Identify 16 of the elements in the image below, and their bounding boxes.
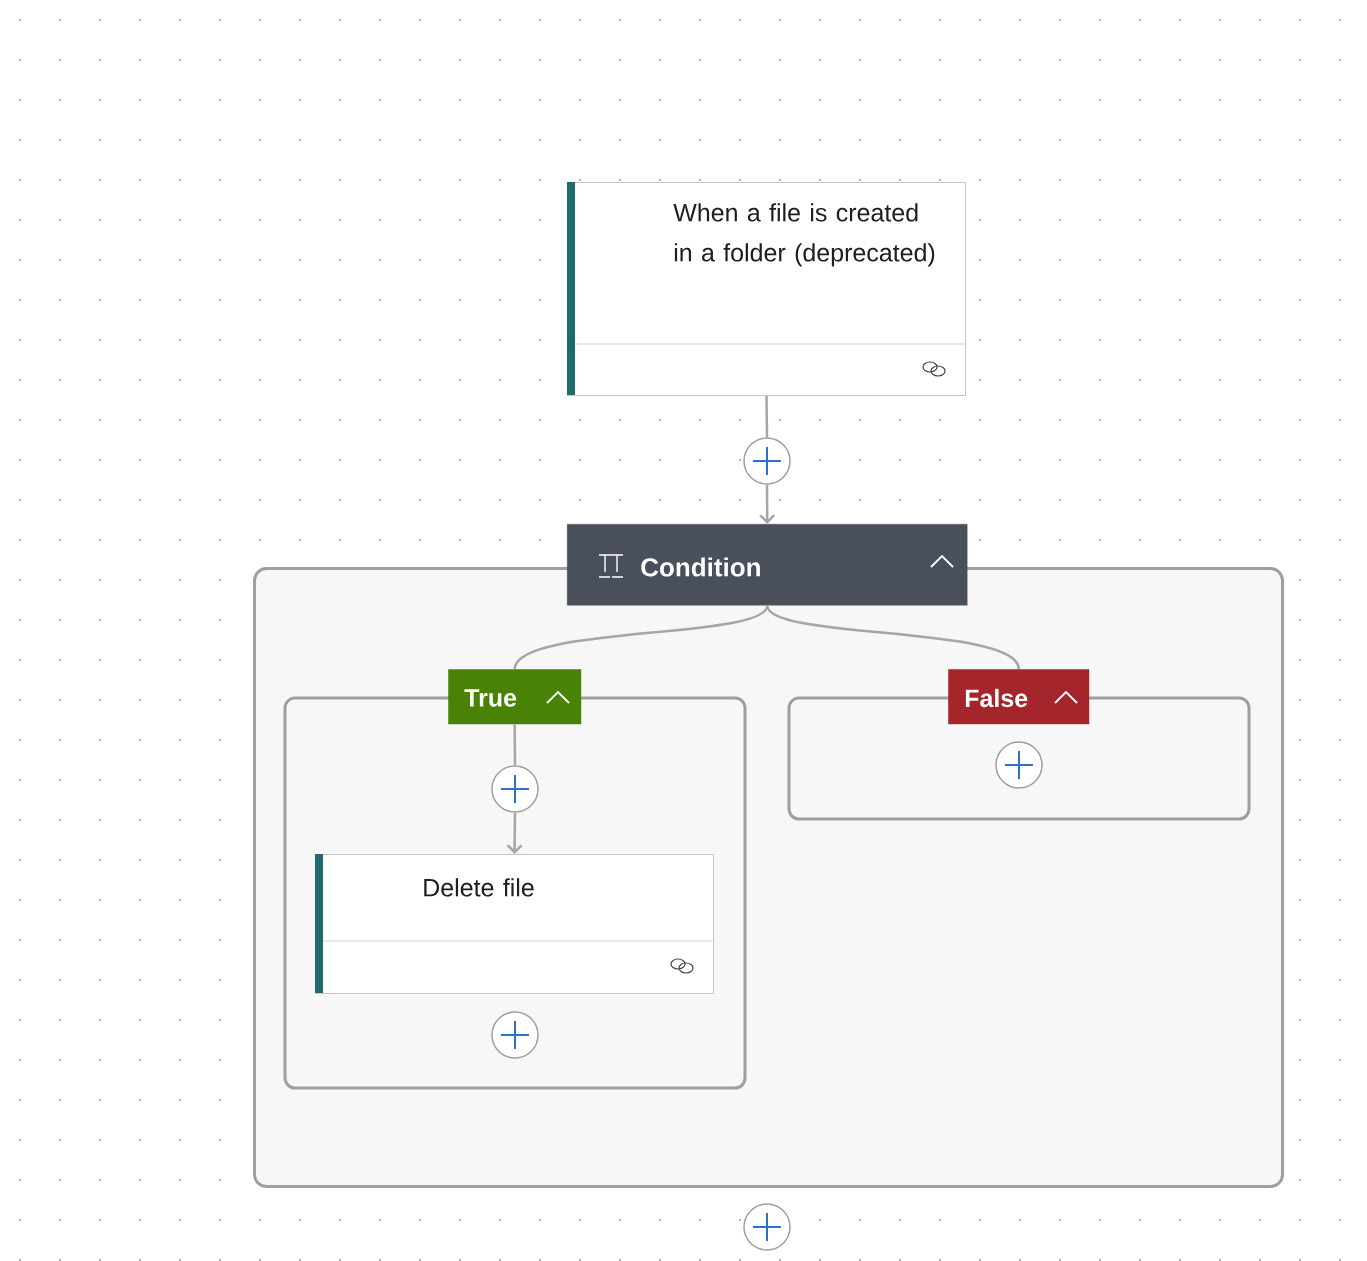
add-step-button bbox=[743, 1203, 791, 1251]
add-step-button bbox=[491, 1011, 539, 1059]
add-step-button bbox=[743, 437, 791, 485]
connector-line bbox=[513, 604, 769, 670]
action-card: Delete file bbox=[315, 854, 714, 994]
add-step-button bbox=[491, 765, 539, 813]
branch-tab: True bbox=[448, 669, 582, 725]
connector-line bbox=[506, 812, 523, 854]
connector-line bbox=[759, 484, 776, 524]
connector-line bbox=[513, 724, 517, 766]
branch-tab: False bbox=[948, 669, 1090, 725]
connector-line bbox=[765, 396, 769, 438]
condition-header: Condition bbox=[567, 524, 968, 606]
connector-line bbox=[766, 604, 1020, 670]
add-step-button bbox=[995, 741, 1043, 789]
trigger-card: When a file is created in a folder (deprecated) bbox=[567, 182, 966, 396]
